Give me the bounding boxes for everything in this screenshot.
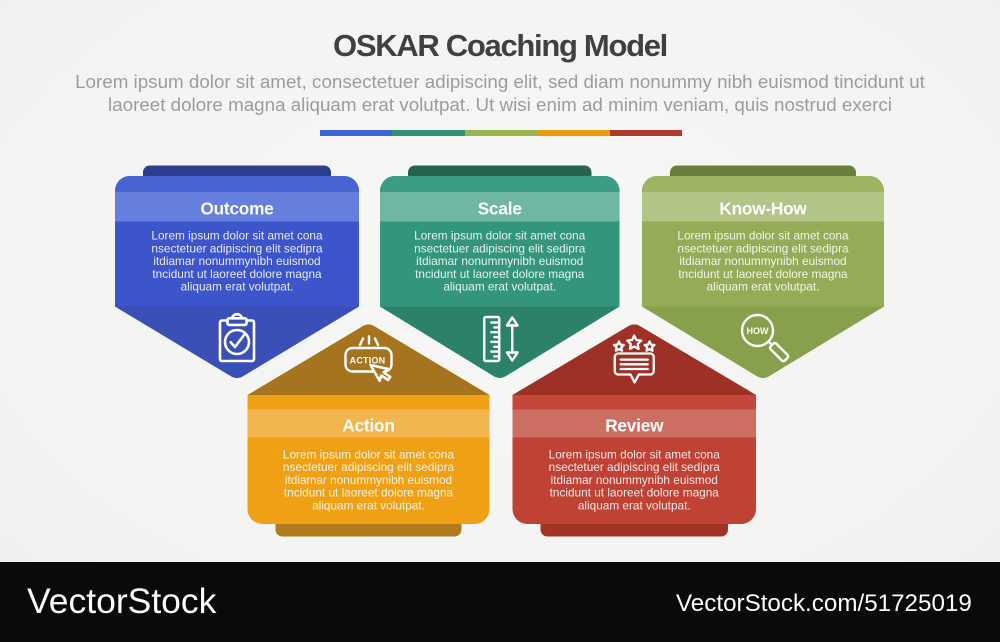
svg-text:Lorem ipsum dolor sit amet con: Lorem ipsum dolor sit amet cona xyxy=(283,448,455,462)
svg-text:itdiamar nonummynibh euismod: itdiamar nonummynibh euismod xyxy=(153,254,320,268)
svg-text:tncidunt ut laoreet dolore mag: tncidunt ut laoreet dolore magna xyxy=(678,267,848,281)
svg-text:Action: Action xyxy=(342,416,394,436)
svg-text:Lorem ipsum dolor sit amet con: Lorem ipsum dolor sit amet cona xyxy=(151,229,323,243)
svg-text:Know-How: Know-How xyxy=(719,198,807,218)
svg-text:aliquam erat volutpat.: aliquam erat volutpat. xyxy=(312,498,425,512)
svg-text:itdiamar nonummynibh euismod: itdiamar nonummynibh euismod xyxy=(551,473,718,487)
svg-text:Lorem ipsum dolor sit amet con: Lorem ipsum dolor sit amet cona xyxy=(677,229,849,243)
svg-text:tncidunt ut laoreet dolore mag: tncidunt ut laoreet dolore magna xyxy=(550,486,720,500)
svg-text:nsectetuer adipiscing elit sed: nsectetuer adipiscing elit sedipra xyxy=(549,460,721,474)
svg-text:Outcome: Outcome xyxy=(200,198,273,218)
svg-text:tncidunt ut laoreet dolore mag: tncidunt ut laoreet dolore magna xyxy=(284,486,454,500)
svg-text:nsectetuer adipiscing elit sed: nsectetuer adipiscing elit sedipra xyxy=(414,241,586,255)
svg-text:itdiamar nonummynibh euismod: itdiamar nonummynibh euismod xyxy=(416,254,583,268)
svg-text:nsectetuer adipiscing elit sed: nsectetuer adipiscing elit sedipra xyxy=(677,241,849,255)
svg-text:tncidunt ut laoreet dolore mag: tncidunt ut laoreet dolore magna xyxy=(415,267,585,281)
svg-text:ACTION: ACTION xyxy=(350,356,386,366)
svg-text:Lorem ipsum dolor sit amet con: Lorem ipsum dolor sit amet cona xyxy=(549,448,721,462)
svg-text:aliquam erat volutpat.: aliquam erat volutpat. xyxy=(578,498,691,512)
svg-text:nsectetuer adipiscing elit sed: nsectetuer adipiscing elit sedipra xyxy=(151,241,323,255)
svg-text:Review: Review xyxy=(605,416,664,436)
svg-text:aliquam erat volutpat.: aliquam erat volutpat. xyxy=(707,280,820,294)
svg-text:itdiamar nonummynibh euismod: itdiamar nonummynibh euismod xyxy=(285,473,452,487)
svg-text:nsectetuer adipiscing elit sed: nsectetuer adipiscing elit sedipra xyxy=(283,460,455,474)
svg-text:Lorem ipsum dolor sit amet con: Lorem ipsum dolor sit amet cona xyxy=(414,229,586,243)
svg-text:itdiamar nonummynibh euismod: itdiamar nonummynibh euismod xyxy=(679,254,846,268)
svg-text:aliquam erat volutpat.: aliquam erat volutpat. xyxy=(443,280,556,294)
svg-text:Scale: Scale xyxy=(478,198,522,218)
svg-text:tncidunt ut laoreet dolore mag: tncidunt ut laoreet dolore magna xyxy=(152,267,322,281)
svg-text:HOW: HOW xyxy=(747,326,770,336)
svg-text:aliquam erat volutpat.: aliquam erat volutpat. xyxy=(181,280,294,294)
